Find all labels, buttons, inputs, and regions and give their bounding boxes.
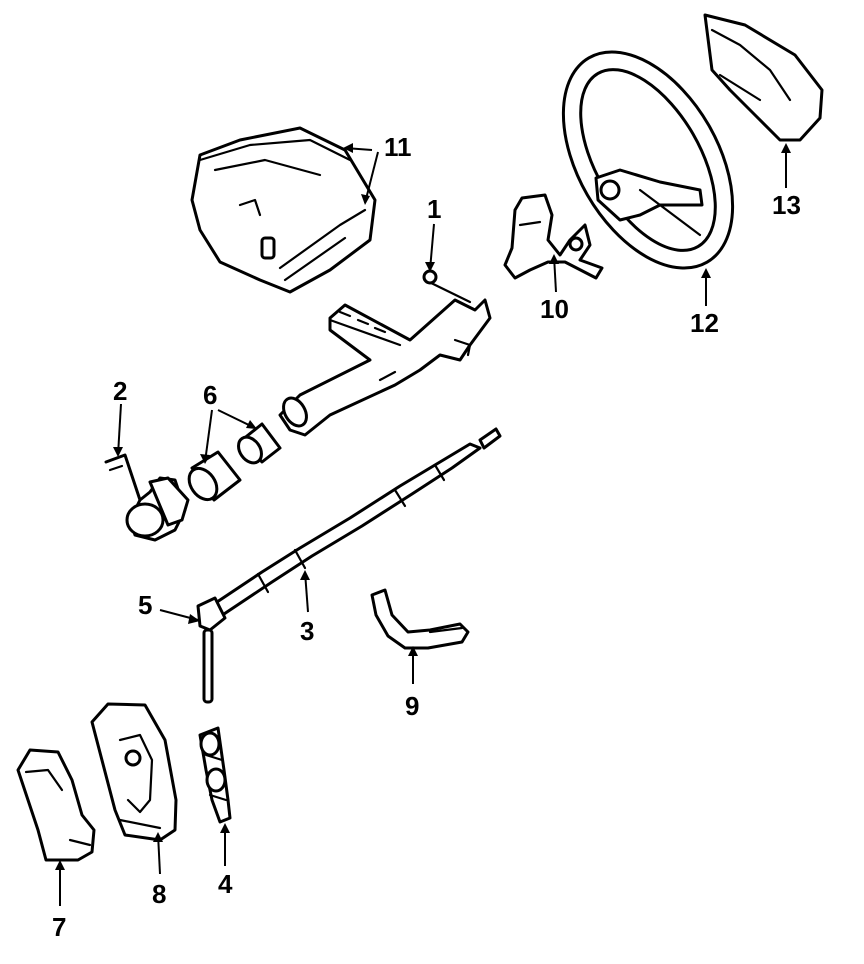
callout-5: 5 — [138, 590, 152, 620]
part-11-column-cover — [190, 126, 377, 294]
part-12-steering-wheel — [561, 50, 735, 270]
callout-13: 13 — [772, 190, 801, 220]
callout-7: 7 — [52, 912, 66, 942]
arrow-heads — [55, 143, 791, 870]
part-6-bushings — [187, 422, 282, 502]
part-1-column-housing — [278, 269, 492, 437]
callout-10: 10 — [540, 294, 569, 324]
callout-1: 1 — [427, 194, 441, 224]
leader-11a — [364, 151, 379, 204]
leader-2 — [117, 403, 122, 456]
callout-6: 6 — [203, 380, 217, 410]
part-4-intermediate-joint — [198, 726, 232, 824]
callout-labels: 1 2 3 4 5 6 7 8 9 10 11 12 13 — [52, 132, 801, 942]
callout-2: 2 — [113, 376, 127, 406]
part-7-lower-cover — [16, 748, 96, 862]
callout-3: 3 — [300, 616, 314, 646]
callout-11: 11 — [384, 132, 412, 162]
callout-9: 9 — [405, 691, 419, 721]
part-8-bracket-plate — [90, 702, 178, 842]
callout-12: 12 — [690, 308, 719, 338]
part-10-switch — [503, 193, 604, 280]
callout-8: 8 — [152, 879, 166, 909]
part-2-switch-assembly — [104, 453, 190, 542]
part-3-steering-shaft — [196, 427, 502, 704]
callout-4: 4 — [218, 869, 233, 899]
leader-6a — [204, 409, 213, 463]
part-9-lever — [370, 588, 470, 650]
part-13-airbag-module — [703, 13, 824, 142]
